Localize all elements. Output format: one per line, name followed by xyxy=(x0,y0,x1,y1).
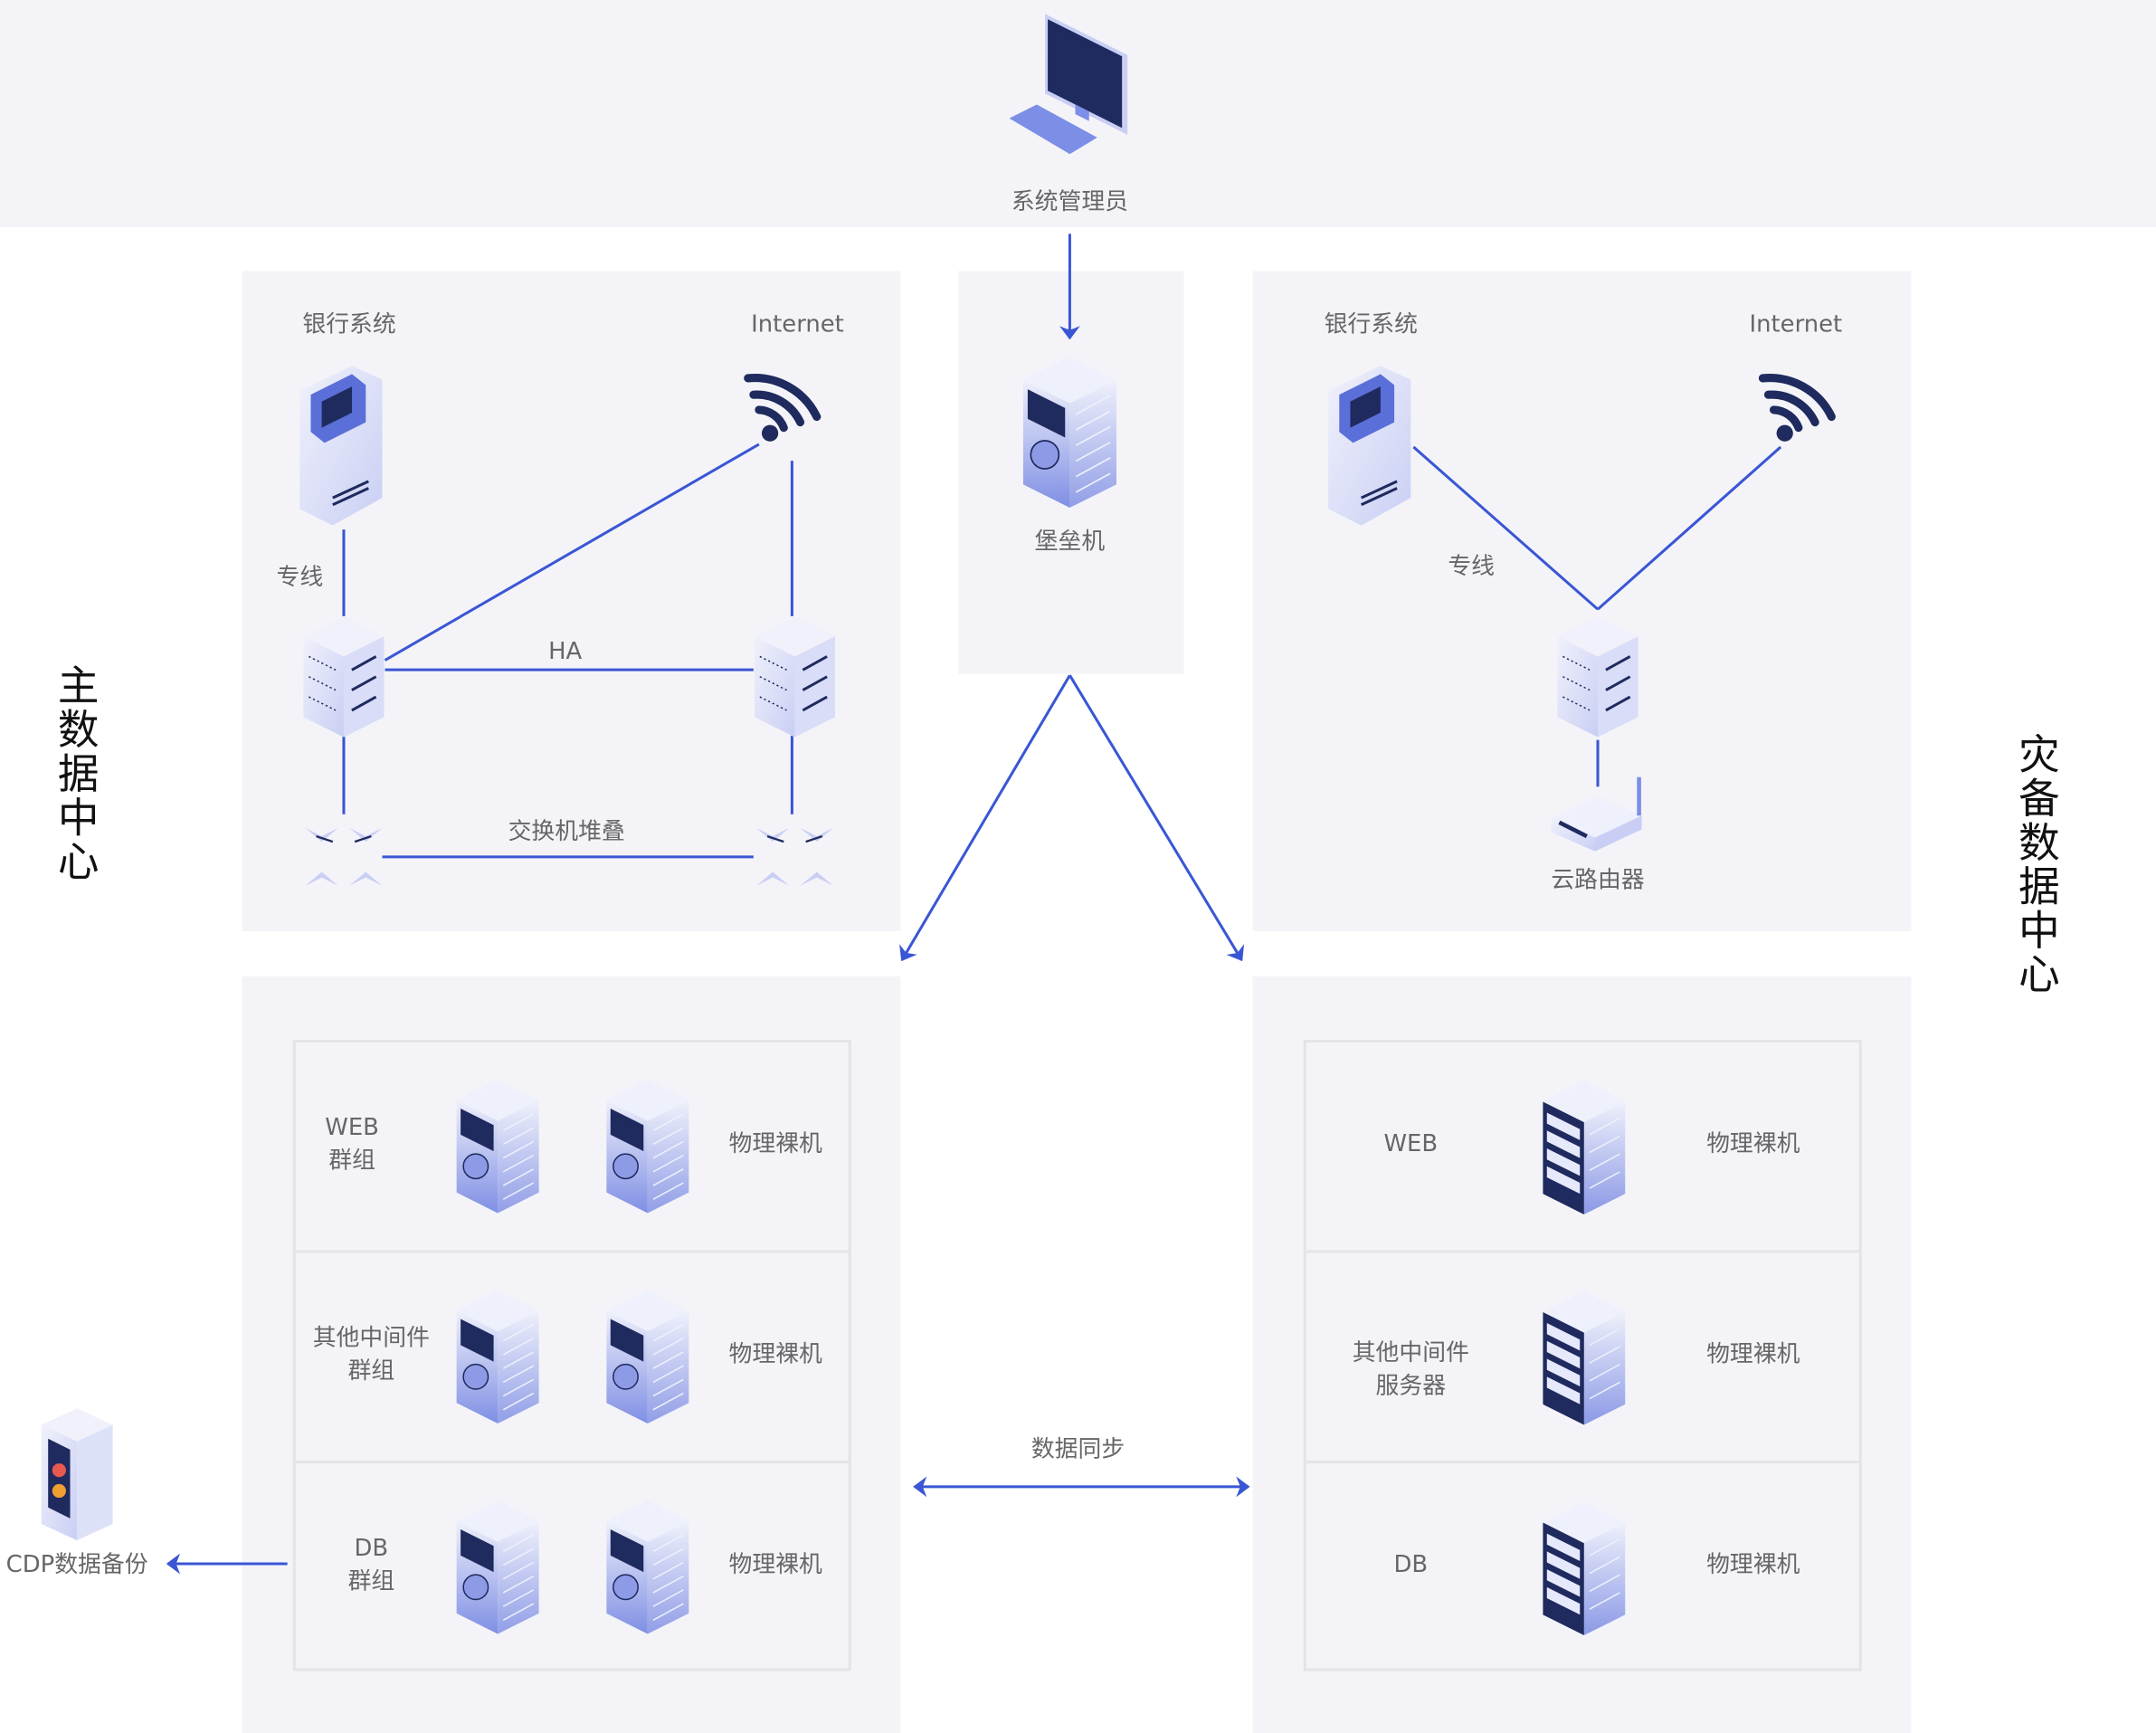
internet-label: Internet xyxy=(751,310,844,338)
bare-metal-label: 物理裸机 xyxy=(1706,1130,1800,1158)
bare-metal-label: 物理裸机 xyxy=(728,1130,822,1158)
router-icon xyxy=(1551,777,1647,860)
group-row xyxy=(295,1043,849,1253)
server-icon xyxy=(1556,616,1638,738)
backup-device-icon xyxy=(42,1408,116,1540)
tower-server-icon xyxy=(457,1075,539,1213)
server-rack-icon xyxy=(1023,351,1116,509)
bare-metal-label: 物理裸机 xyxy=(728,1340,822,1369)
admin-label: 系统管理员 xyxy=(1011,188,1128,216)
atm-icon xyxy=(297,360,385,533)
data-sync-label: 数据同步 xyxy=(1031,1435,1125,1464)
bank-system-label: 银行系统 xyxy=(1324,310,1418,338)
atm-icon xyxy=(1325,360,1413,533)
tower-server-icon xyxy=(606,1286,689,1424)
db-group-label: DB群组 xyxy=(347,1535,395,1595)
switch-icon xyxy=(302,823,385,891)
tower-server-icon xyxy=(457,1497,539,1634)
main-server-groups xyxy=(292,1039,851,1671)
dr-dc-title: 灾备数据中心 xyxy=(2018,731,2060,1000)
group-label: DB xyxy=(1393,1551,1429,1579)
tower-server-icon xyxy=(606,1075,689,1213)
group-label: WEB xyxy=(1383,1130,1439,1158)
switch-icon xyxy=(754,823,836,891)
main-dc-server-panel xyxy=(242,976,901,1733)
bare-metal-label: 物理裸机 xyxy=(728,1551,822,1579)
bastion-to-main-arrow xyxy=(899,674,1071,962)
rack-server-icon xyxy=(1543,1497,1625,1637)
bastion-label: 堡垒机 xyxy=(1034,528,1106,556)
cdp-backup-label: CDP数据备份 xyxy=(5,1551,148,1579)
server-icon xyxy=(302,616,385,738)
internet-link xyxy=(384,443,760,662)
tower-server-icon xyxy=(457,1286,539,1424)
internet-label: Internet xyxy=(1749,310,1843,338)
wifi-icon xyxy=(1754,365,1837,447)
bare-metal-label: 物理裸机 xyxy=(1706,1340,1800,1369)
tower-server-icon xyxy=(606,1497,689,1634)
leased-line-label: 专线 xyxy=(1448,552,1496,581)
computer-icon xyxy=(1006,11,1130,162)
group-row xyxy=(1306,1043,1859,1253)
server-icon xyxy=(754,616,836,738)
group-label: 其他中间件服务器 xyxy=(1352,1339,1469,1401)
wifi-icon xyxy=(740,365,822,447)
internet-link xyxy=(1596,445,1782,611)
leased-line-label: 专线 xyxy=(276,564,324,592)
switch-stack-label: 交换机堆叠 xyxy=(508,818,625,846)
group-row xyxy=(1306,1253,1859,1464)
bastion-to-dr-arrow xyxy=(1069,674,1245,962)
ha-label: HA xyxy=(548,638,583,666)
cloud-router-label: 云路由器 xyxy=(1551,866,1645,894)
group-label: 其他中间件群组 xyxy=(312,1324,430,1385)
dr-server-groups xyxy=(1303,1039,1862,1671)
group-row xyxy=(295,1253,849,1464)
rack-server-icon xyxy=(1543,1286,1625,1426)
main-dc-title: 主数据中心 xyxy=(57,662,100,888)
rack-server-icon xyxy=(1543,1075,1625,1215)
bank-system-label: 银行系统 xyxy=(302,310,396,338)
leased-line xyxy=(1412,445,1600,611)
bare-metal-label: 物理裸机 xyxy=(1706,1551,1800,1579)
